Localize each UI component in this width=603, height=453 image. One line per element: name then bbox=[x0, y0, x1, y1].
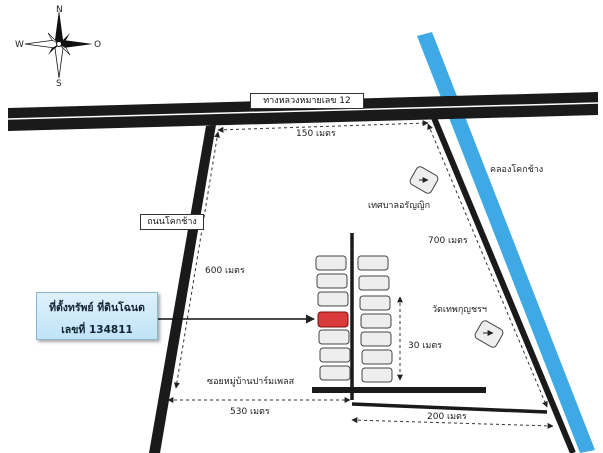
distance-bottom-right-label: 200 เมตร bbox=[427, 412, 467, 422]
compass-s-label: S bbox=[56, 79, 62, 89]
property-title: ที่ตั้งทรัพย์ ที่ดินโฉนด bbox=[49, 302, 145, 314]
distance-right-label: 700 เมตร bbox=[428, 236, 468, 246]
side-road bbox=[149, 125, 216, 453]
compass-e-label: O bbox=[94, 40, 101, 50]
distance-left-label: 600 เมตร bbox=[205, 266, 245, 276]
house-lots bbox=[315, 255, 393, 383]
property-callout: ที่ตั้งทรัพย์ ที่ดินโฉนด เลขที่ 134811 bbox=[36, 292, 158, 340]
distance-plot-label: 30 เมตร bbox=[408, 341, 442, 351]
highway-label: ทางหลวงหมายเลข 12 bbox=[250, 93, 364, 109]
right-road bbox=[429, 111, 576, 453]
distance-top-label: 150 เมตร bbox=[296, 129, 336, 139]
side-road-label: ถนนโคกช้าง bbox=[140, 214, 204, 230]
compass-n-label: N bbox=[56, 5, 63, 15]
compass-w-label: W bbox=[15, 40, 24, 50]
temple-icon bbox=[474, 320, 504, 348]
soi-label: ซอยหมู่บ้านปาร์มเพลส bbox=[207, 375, 295, 387]
municipality-label: เทศบาลอรัญญิก bbox=[368, 200, 430, 211]
distance-line-left bbox=[173, 131, 221, 389]
distance-bottom-left-label: 530 เมตร bbox=[230, 407, 270, 417]
distance-line-top bbox=[217, 120, 429, 133]
property-lot bbox=[317, 311, 349, 328]
compass-rose-icon bbox=[24, 10, 93, 79]
temple-label: วัดเทพกุญชรฯ bbox=[432, 305, 487, 315]
property-deed-number: เลขที่ 134811 bbox=[61, 324, 133, 336]
canal-label: คลองโคกช้าง bbox=[490, 164, 543, 175]
soi-road-extension bbox=[351, 402, 548, 414]
